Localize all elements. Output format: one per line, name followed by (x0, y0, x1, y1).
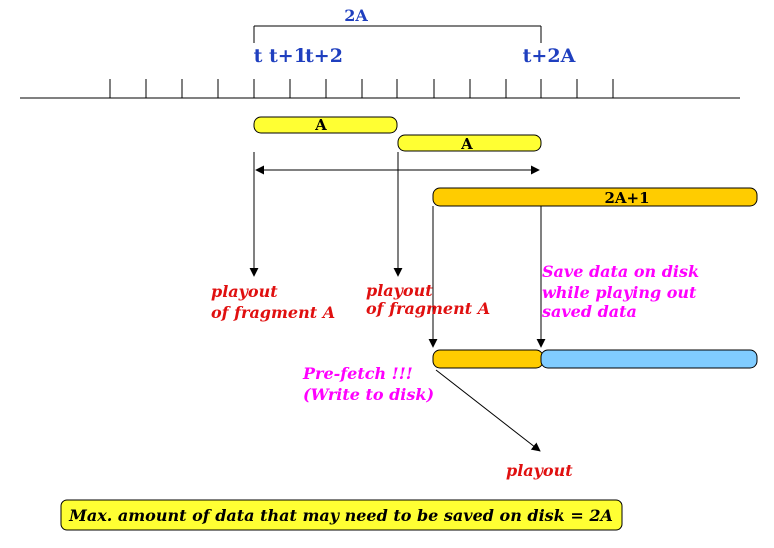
playout-label-2-line2: of fragment A (366, 299, 490, 318)
fragment-a-bar-1 (253, 116, 398, 134)
span-label: 2A (344, 6, 368, 25)
buffered-segment-bar (432, 349, 544, 369)
fragment-a-label-1: A (314, 116, 327, 134)
tick-label-t2: t+2 (305, 45, 343, 67)
playout-label-1-line2: of fragment A (211, 303, 335, 322)
fragment-a-label-2: A (460, 135, 473, 153)
summary-box (60, 499, 623, 531)
fragment-a-bar-2 (397, 134, 542, 152)
playout-label-3: playout (506, 461, 573, 480)
save-label-line2: while playing out (542, 283, 697, 302)
time-axis-ticks (109, 79, 614, 98)
saved-data-bar (540, 349, 758, 369)
tick-label-t2a: t+2A (523, 45, 576, 67)
tick-label-t: t (254, 45, 263, 67)
playout-label-1-line1: playout (211, 282, 278, 301)
playout-diagonal-arrow (435, 369, 541, 452)
prefetch-label-line2: (Write to disk) (303, 385, 434, 404)
tick-label-t1: t+1 (269, 45, 307, 67)
save-label-line3: saved data (541, 302, 637, 321)
save-label-line1: Save data on disk (542, 262, 699, 281)
span-bracket (253, 25, 542, 43)
summary-text: Max. amount of data that may need to be … (68, 506, 613, 525)
prefetch-label-line1: Pre-fetch !!! (302, 364, 413, 383)
prefetch-bar-label: 2A+1 (604, 189, 649, 207)
playout-label-2-line1: playout (366, 281, 433, 300)
prefetch-bar (432, 187, 758, 207)
